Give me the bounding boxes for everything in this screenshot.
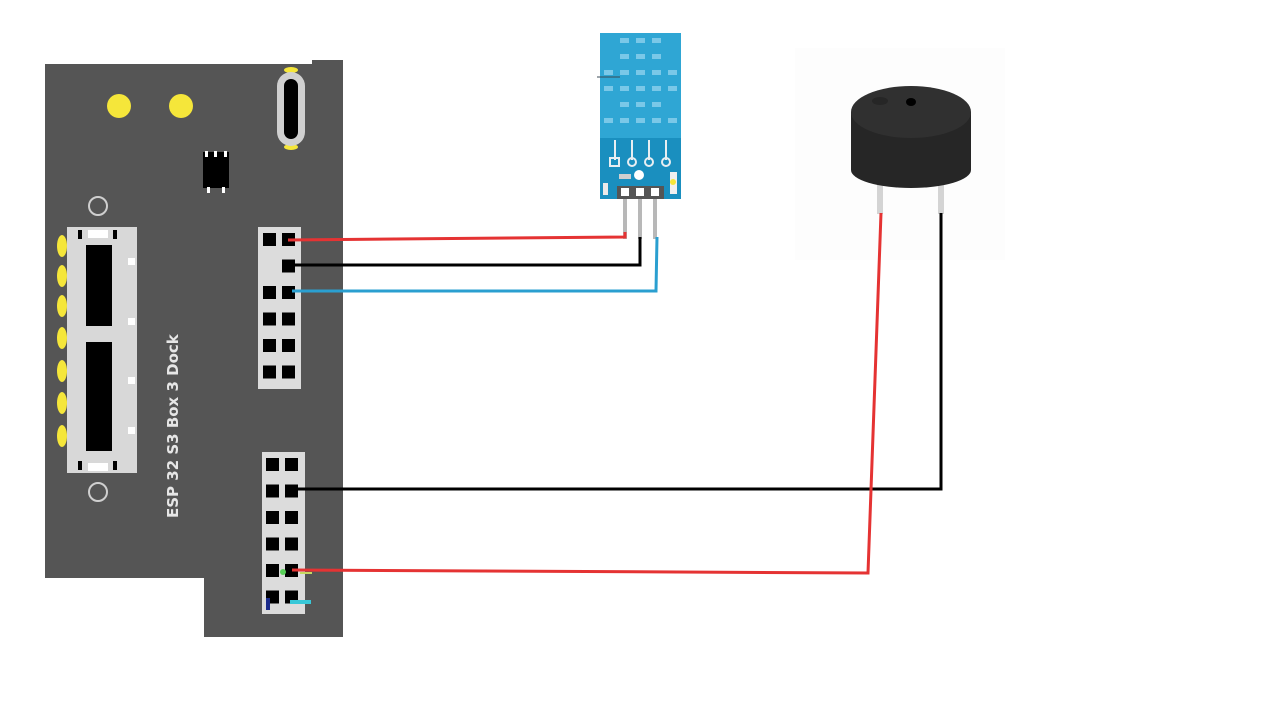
- buzzer-pin-2: [938, 180, 944, 214]
- mounting-hole-bottom: [88, 482, 108, 502]
- side-connector: [57, 227, 137, 473]
- lower-header-pin-7: [266, 537, 279, 551]
- mounting-hole-top: [88, 196, 108, 216]
- upper-pin-header: [258, 227, 301, 389]
- wire-dht-gnd: [290, 237, 642, 267]
- esp32-dock-board: ESP 32 S3 Box 3 Dock: [45, 60, 343, 637]
- upper-header-pin-1: [263, 233, 276, 246]
- upper-header-pin-4: [282, 259, 295, 273]
- upper-header-pin-5: [263, 286, 276, 299]
- sensor-mount-hole: [634, 170, 644, 180]
- grille-slot: [652, 102, 661, 107]
- green-marker: [280, 569, 286, 575]
- upper-header-pin-8: [282, 312, 295, 326]
- grille-slot: [652, 54, 661, 59]
- led-1: [107, 94, 131, 118]
- grille-slot: [604, 70, 613, 75]
- grille-slot: [652, 70, 661, 75]
- lower-header-pin-10: [285, 564, 298, 577]
- piezo-buzzer: [795, 48, 1005, 260]
- upper-header-pin-6: [282, 286, 295, 299]
- grille-slot: [636, 118, 645, 123]
- lower-header-pin-4: [285, 484, 298, 498]
- upper-header-pin-10: [282, 339, 295, 352]
- wire-dht-data: [292, 236, 659, 293]
- buzzer-pin-1: [877, 180, 883, 214]
- sensor-grille: [604, 38, 677, 123]
- lower-header-pin-5: [266, 511, 279, 524]
- upper-header-pin-12: [282, 365, 295, 379]
- lower-header-pin-8: [285, 537, 298, 551]
- grille-slot: [668, 118, 677, 123]
- grille-slot: [636, 102, 645, 107]
- grille-slot: [620, 118, 629, 123]
- grille-slot: [636, 86, 645, 91]
- wire-buzzer-gnd: [294, 213, 943, 491]
- grille-slot: [620, 86, 629, 91]
- wire-dht-vcc: [287, 232, 627, 242]
- grille-slot: [668, 70, 677, 75]
- lower-header-pin-1: [266, 458, 279, 471]
- lower-header-pin-6: [285, 511, 298, 524]
- led-2: [169, 94, 193, 118]
- lower-header-pin-3: [266, 484, 279, 498]
- grille-slot: [620, 70, 629, 75]
- sensor-leads: [609, 140, 671, 167]
- smd-capacitor: [603, 183, 608, 195]
- smd-resistor: [619, 174, 631, 179]
- dht11-sensor-module: [597, 33, 681, 239]
- grille-slot: [620, 54, 629, 59]
- lower-header-pin-2: [285, 458, 298, 471]
- board-label: ESP 32 S3 Box 3 Dock: [164, 333, 182, 518]
- grille-slot: [620, 38, 629, 43]
- grille-slot: [604, 86, 613, 91]
- upper-header-pin-9: [263, 339, 276, 352]
- grille-slot: [636, 54, 645, 59]
- ic-chip: [203, 151, 229, 193]
- upper-header-pin-7: [263, 312, 276, 326]
- dht-pin-1: [623, 199, 627, 239]
- dht-pin-3: [653, 199, 657, 239]
- grille-slot: [668, 86, 677, 91]
- crystal-oscillator: [277, 67, 305, 150]
- grille-slot: [604, 118, 613, 123]
- lower-pin-header: [262, 452, 305, 614]
- grille-slot: [620, 102, 629, 107]
- blue-wire-stub: [266, 598, 270, 610]
- dht-pin-2: [638, 199, 642, 239]
- grille-slot: [652, 86, 661, 91]
- wires: [266, 212, 943, 610]
- grille-slot: [636, 70, 645, 75]
- grille-slot: [652, 38, 661, 43]
- lower-header-pin-9: [266, 564, 279, 577]
- grille-slot: [636, 38, 645, 43]
- upper-header-pin-11: [263, 365, 276, 379]
- grille-slot: [652, 118, 661, 123]
- wire-buzzer-signal: [291, 212, 883, 575]
